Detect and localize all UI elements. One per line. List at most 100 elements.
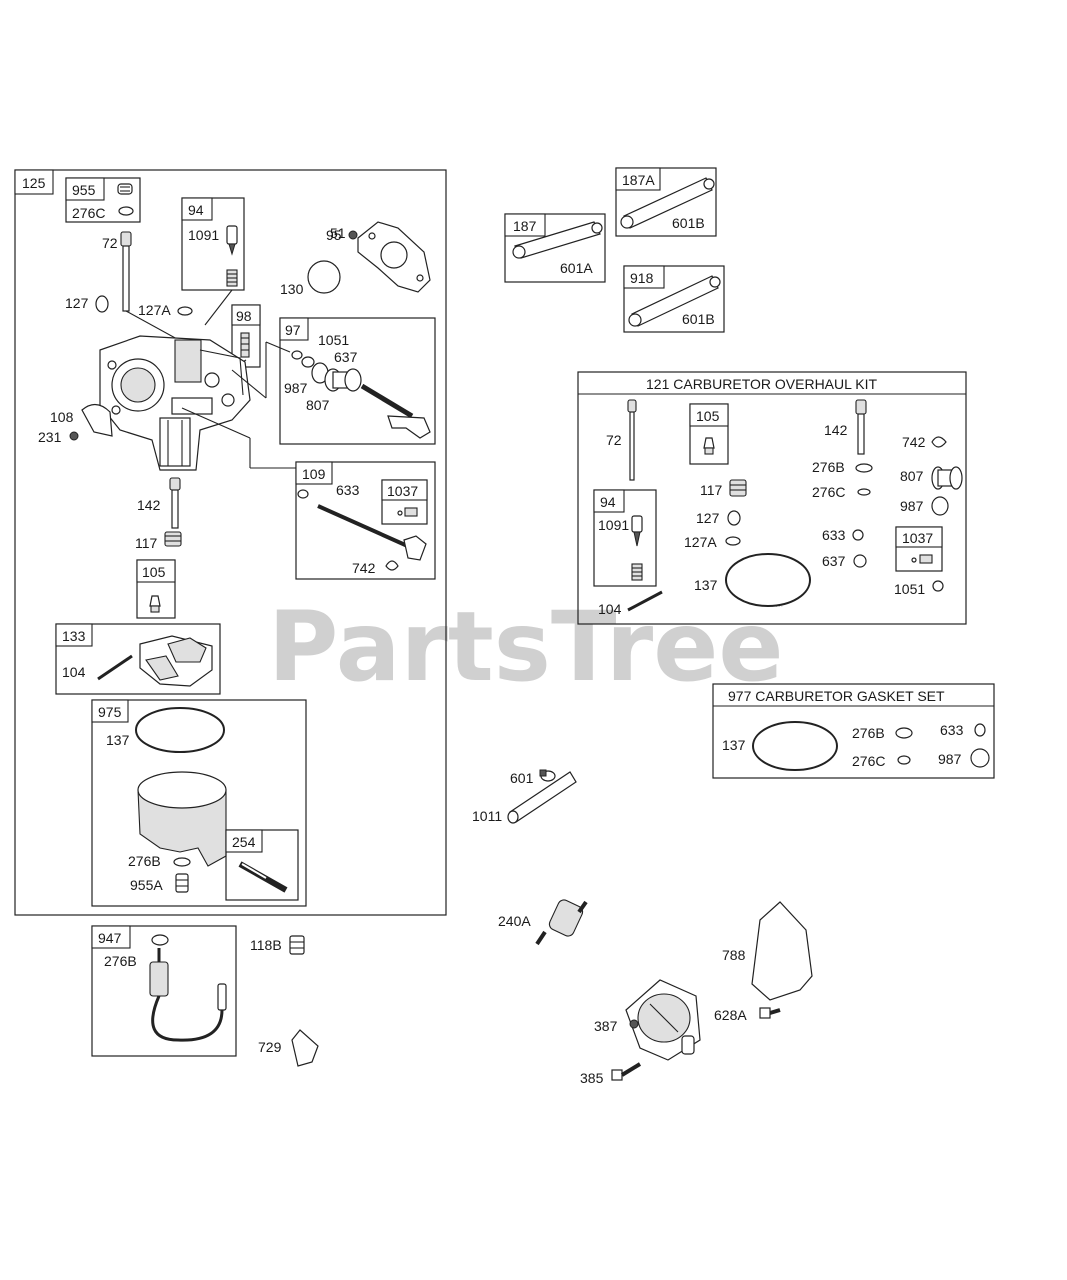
kit-121-frame [577, 371, 967, 625]
throttle-plate-130-icon [307, 260, 341, 294]
plug-118b-icon [289, 935, 305, 955]
kit-94-frame [593, 489, 657, 587]
label-276b: 276B [128, 853, 161, 869]
label-601b: 601B [672, 215, 705, 231]
screw-254-icon [238, 861, 288, 893]
screw-628a-icon [759, 1007, 781, 1019]
needle-72-icon [120, 231, 132, 312]
choke-shaft-109-icon [317, 504, 427, 561]
kit-121-title: 121 CARBURETOR OVERHAUL KIT [646, 376, 878, 392]
kit-jet-117-icon [729, 479, 747, 497]
label-729: 729 [258, 1039, 282, 1055]
kit-105-tag: 105 [696, 408, 720, 424]
label-1051: 1051 [318, 332, 349, 348]
kit-label-276c: 276C [812, 484, 845, 500]
group-947-frame [91, 925, 237, 1057]
kit-seal-987-icon [931, 496, 949, 516]
float-bowl-975-icon [137, 771, 227, 867]
watermark-brand: PartsTree [268, 591, 783, 703]
gasket-51-icon [357, 221, 431, 293]
label-385: 385 [580, 1070, 604, 1086]
kit-label-633: 633 [822, 527, 846, 543]
oring-127a-icon [177, 306, 193, 316]
washer-1051-icon [291, 350, 303, 360]
screw-955-icon [117, 183, 133, 195]
kit-washer-276b-icon [855, 463, 873, 473]
kit-washer-633-icon [852, 529, 864, 541]
set-washer-276b-icon [895, 727, 913, 739]
label-387: 387 [594, 1018, 618, 1034]
screw-231-icon [69, 431, 79, 441]
label-142: 142 [137, 497, 161, 513]
kit-spring-1037-icon [911, 554, 933, 564]
set-label-276b: 276B [852, 725, 885, 741]
group-97-tag: 97 [285, 322, 301, 338]
label-807: 807 [306, 397, 330, 413]
kit-washer-637-icon [853, 554, 867, 568]
label-276b-2: 276B [104, 953, 137, 969]
label-637: 637 [334, 349, 358, 365]
group-955-tag: 955 [72, 182, 96, 198]
fuel-line-187a-icon [620, 177, 715, 229]
label-95: 95 [326, 227, 342, 243]
set-washer-276c-icon [897, 755, 911, 765]
pin-104-icon [97, 654, 133, 681]
kit-gasket-137-icon [725, 553, 811, 607]
bracket-788-icon [751, 901, 813, 1001]
label-108: 108 [50, 409, 74, 425]
group-975-tag: 975 [98, 704, 122, 720]
group-125-tag: 125 [22, 175, 46, 191]
group-975-frame [91, 699, 307, 907]
kit-emulsion-tube-142-icon [855, 399, 867, 455]
label-628a: 628A [714, 1007, 747, 1023]
oring-127-icon [95, 295, 109, 313]
set-label-987: 987 [938, 751, 962, 767]
kit-label-127: 127 [696, 510, 720, 526]
kit-inlet-needle-1091-icon [631, 515, 643, 581]
label-987: 987 [284, 380, 308, 396]
set-label-137: 137 [722, 737, 746, 753]
inlet-needle-1091-icon [226, 225, 238, 287]
bushing-807-icon [324, 368, 362, 392]
label-72: 72 [102, 235, 118, 251]
kit-washer-1051-icon [932, 580, 944, 592]
group-105-tag: 105 [142, 564, 166, 580]
screw-98-icon [240, 332, 250, 358]
kit-94-tag: 94 [600, 494, 616, 510]
group-918-tag: 918 [630, 270, 654, 286]
kit-label-72: 72 [606, 432, 622, 448]
kit-977-frame [712, 683, 995, 779]
pilot-jet-105-icon [149, 595, 161, 613]
kit-label-1051: 1051 [894, 581, 925, 597]
group-254-tag: 254 [232, 834, 256, 850]
kit-label-127a: 127A [684, 534, 717, 550]
group-187a-tag: 187A [622, 172, 655, 188]
label-276c: 276C [72, 205, 105, 221]
label-104: 104 [62, 664, 86, 680]
group-94-frame [181, 197, 245, 291]
label-117: 117 [135, 535, 158, 551]
bowl-screw-955a-icon [175, 873, 189, 893]
group-97-frame [279, 317, 436, 445]
kit-label-637: 637 [822, 553, 846, 569]
solenoid-947-icon [149, 948, 227, 1042]
throttle-shaft-97-icon [360, 383, 431, 439]
kit-oring-127-icon [727, 510, 741, 526]
group-125-frame [14, 169, 447, 916]
label-137: 137 [106, 732, 130, 748]
label-633: 633 [336, 482, 360, 498]
group-109-tag: 109 [302, 466, 326, 482]
group-918-frame [623, 265, 725, 333]
kit-bushing-807-icon [931, 466, 963, 490]
set-seal-987-icon [970, 748, 990, 768]
fuel-pump-387-icon [625, 979, 701, 1061]
kit-spring-742-icon [931, 436, 947, 448]
label-601b-2: 601B [682, 311, 715, 327]
label-1011: 1011 [472, 808, 502, 824]
kit-label-1091: 1091 [598, 517, 629, 533]
gasket-137-icon [135, 707, 225, 753]
group-187-tag: 187 [513, 218, 537, 234]
screw-95-icon [348, 230, 358, 240]
kit-label-137: 137 [694, 577, 718, 593]
kit-label-104: 104 [598, 601, 622, 617]
